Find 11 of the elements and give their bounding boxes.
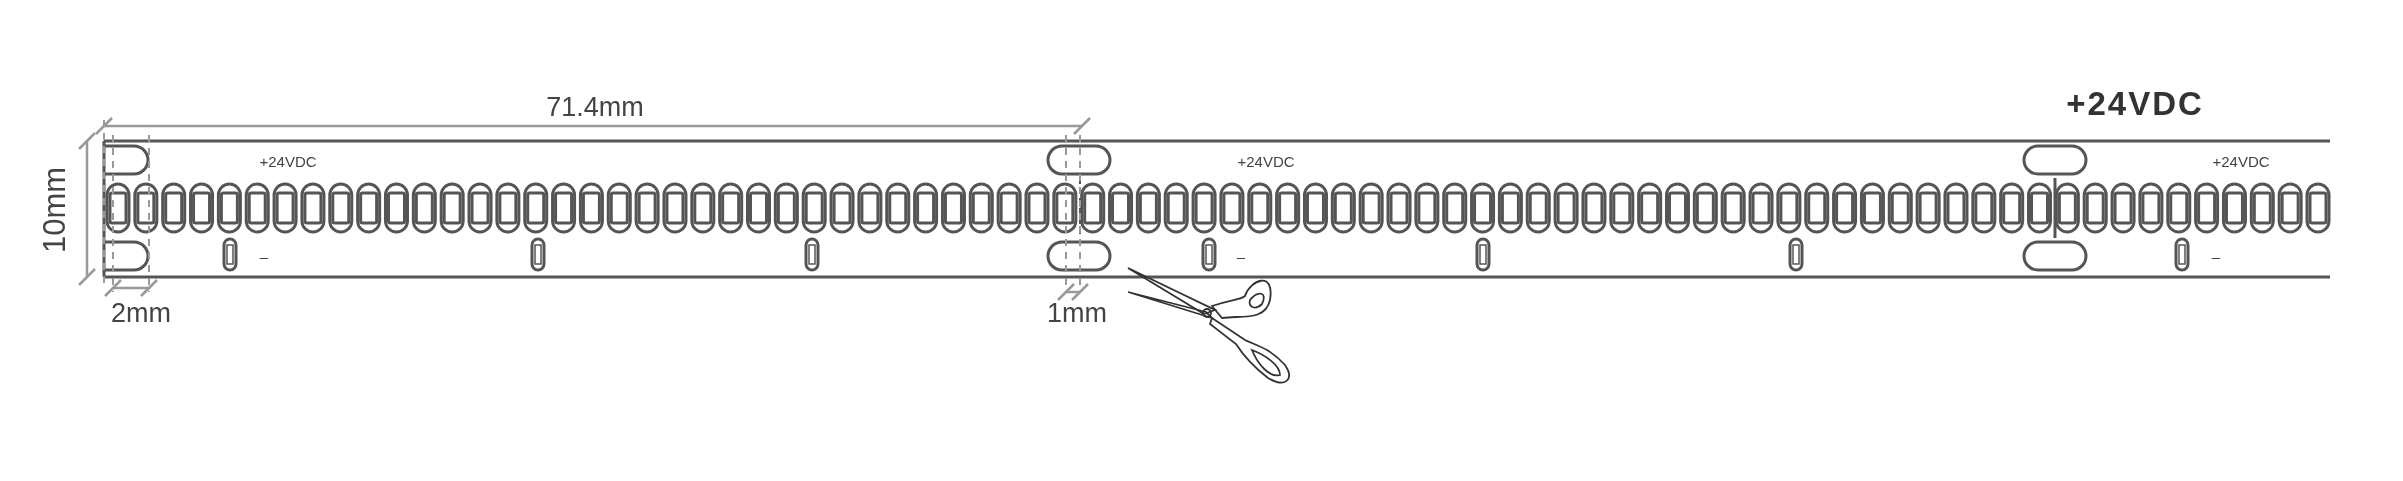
polarity-label: – [1236, 248, 1246, 264]
dimension-label: 2mm [111, 299, 171, 327]
polarity-label: – [2211, 248, 2221, 264]
polarity-label: +24VDC [259, 153, 317, 169]
dimension-label: 71.4mm [546, 93, 644, 121]
polarity-label: +24VDC [2212, 153, 2270, 169]
dimension-label: 10mm [38, 166, 70, 254]
polarity-label: +24VDC [1237, 153, 1295, 169]
voltage-label: +24VDC [2066, 86, 2204, 120]
polarity-label: – [259, 248, 269, 264]
dimension-label: 1mm [1047, 299, 1107, 327]
